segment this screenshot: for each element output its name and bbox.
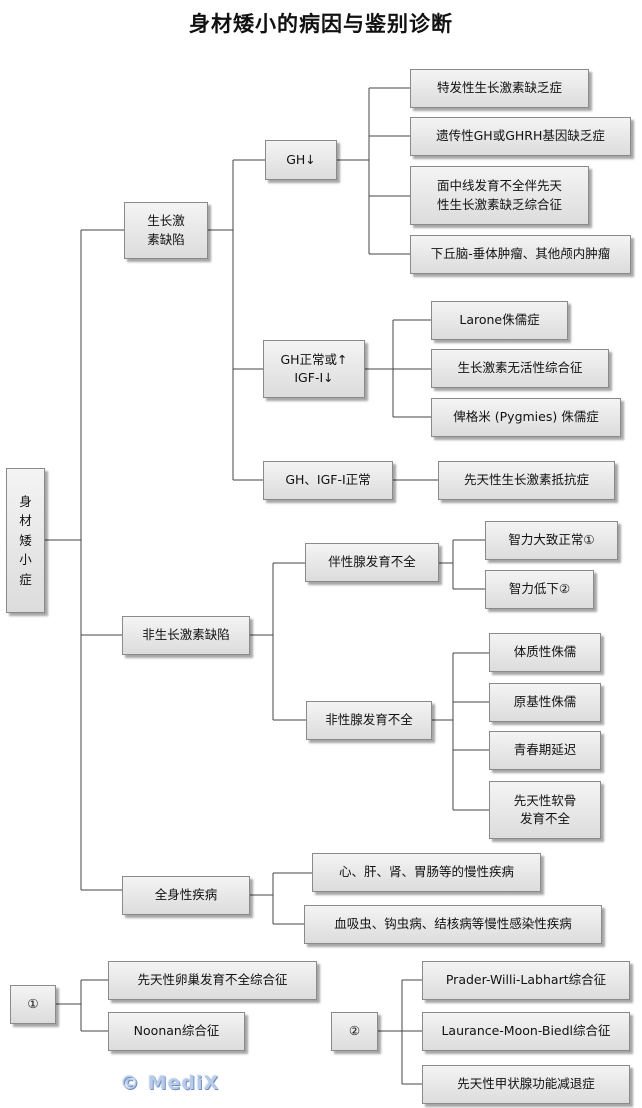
diagram-title: 身材矮小的病因与鉴别诊断 — [189, 12, 453, 36]
node-midline-defect: 面中线发育不全伴先天 性生长激素缺乏综合征 — [410, 166, 589, 225]
node-noonan: Noonan综合征 — [108, 1012, 245, 1051]
node-pituitary-tumor: 下丘脑-垂体肿瘤、其他颅内肿瘤 — [410, 235, 631, 274]
node-pygmy: 俾格米 (Pygmies) 侏儒症 — [431, 398, 621, 437]
node-inactive-gh: 生长激素无活性综合征 — [431, 349, 609, 388]
node-constitutional-dwarfism: 体质性侏儒 — [489, 633, 601, 672]
node-idiopathic-ghd: 特发性生长激素缺乏症 — [410, 69, 589, 108]
node-non-gonadal: 非性腺发育不全 — [306, 701, 432, 740]
node-laurence-moon-biedl: Laurance-Moon-Biedl综合征 — [422, 1012, 630, 1051]
node-short-stature: 身 材 矮 小 症 — [6, 468, 45, 613]
node-prader-willi: Prader-Willi-Labhart综合征 — [422, 961, 630, 1000]
node-note-1: ① — [10, 985, 56, 1024]
node-chronic-disease: 心、肝、肾、胃肠等的慢性疾病 — [312, 853, 541, 892]
node-achondroplasia: 先天性软骨 发育不全 — [489, 781, 601, 839]
node-hereditary-ghd: 遗传性GH或GHRH基因缺乏症 — [410, 117, 631, 156]
node-gh-igf-normal: GH、IGF-I正常 — [263, 461, 393, 500]
node-chronic-infection: 血吸虫、钩虫病、结核病等慢性感染性疾病 — [304, 905, 602, 944]
node-gonadal-dysgenesis: 伴性腺发育不全 — [305, 543, 439, 582]
node-gh-low: GH↓ — [265, 140, 337, 180]
node-note-2: ② — [331, 1012, 378, 1051]
node-congenital-hypothyroidism: 先天性甲状腺功能减退症 — [422, 1065, 630, 1104]
node-turner: 先天性卵巢发育不全综合征 — [108, 961, 317, 1000]
node-non-gh-deficiency: 非生长激素缺陷 — [122, 616, 250, 655]
medix-watermark: © MediX — [120, 1072, 220, 1094]
node-primordial-dwarfism: 原基性侏儒 — [489, 683, 601, 722]
node-systemic-disease: 全身性疾病 — [122, 876, 250, 915]
node-delayed-puberty: 青春期延迟 — [489, 731, 601, 770]
node-gh-resistance: 先天性生长激素抵抗症 — [438, 461, 615, 500]
node-low-intelligence: 智力低下② — [485, 570, 594, 609]
node-gh-normal-igf-low: GH正常或↑ IGF-I↓ — [263, 340, 365, 398]
node-normal-intelligence: 智力大致正常① — [485, 521, 618, 560]
node-gh-deficiency: 生长激 素缺陷 — [124, 202, 208, 259]
node-laron: Larone侏儒症 — [431, 301, 568, 340]
